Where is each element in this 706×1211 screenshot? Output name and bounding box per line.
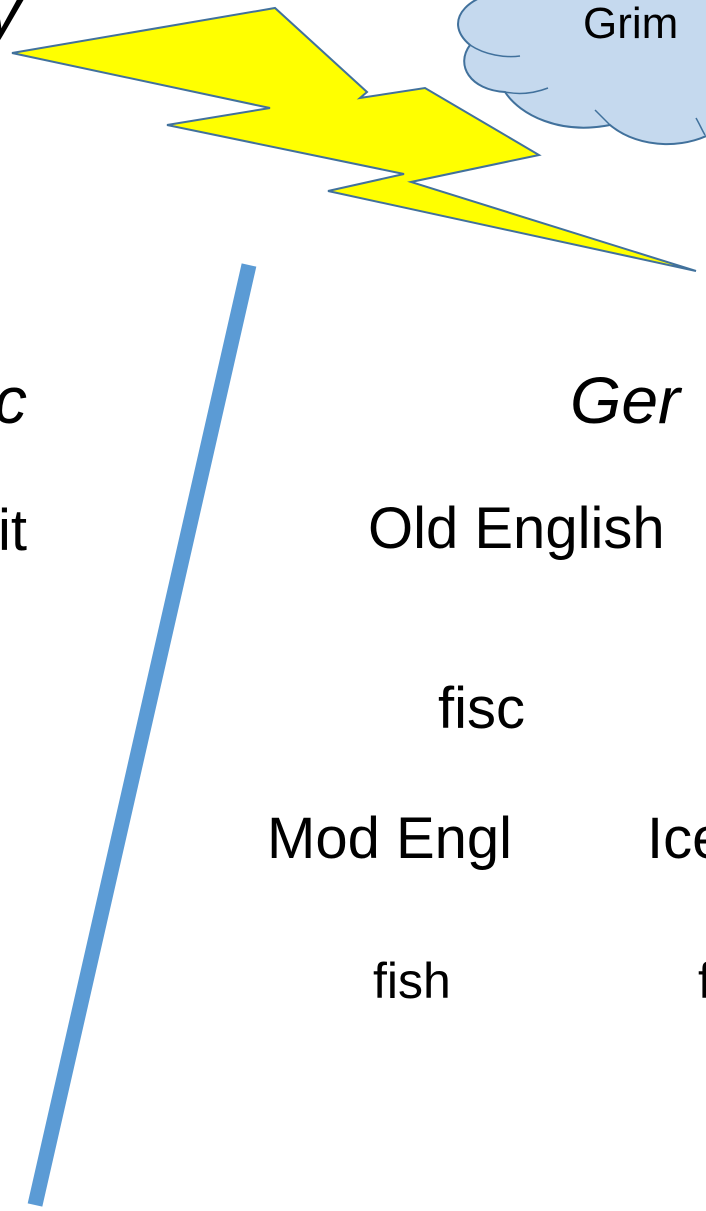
mod-english-label: Mod Engl (267, 806, 513, 871)
left-word-fragment: it (0, 498, 27, 563)
cloud-shape (457, 0, 706, 146)
right-heading-fragment: Ger (570, 363, 681, 437)
column-divider (27, 263, 257, 1207)
icelandic-fragment: Ice (647, 806, 706, 871)
lightning-bolt (11, 6, 697, 272)
cloud-inner-curve-4 (695, 117, 706, 136)
cloud-text: Grim (583, 0, 679, 48)
old-english-label: Old English (368, 496, 665, 561)
icelandic-word-fragment: f (698, 953, 706, 1009)
cloud-inner-curve-2 (504, 87, 549, 95)
cloud-inner-curve-1 (469, 44, 521, 58)
top-left-fragment: y (0, 0, 21, 46)
mod-english-word: fish (373, 953, 451, 1009)
left-heading-fragment: c (0, 367, 27, 433)
cloud-inner-curve-3 (594, 109, 611, 126)
old-english-word: fisc (438, 676, 525, 741)
